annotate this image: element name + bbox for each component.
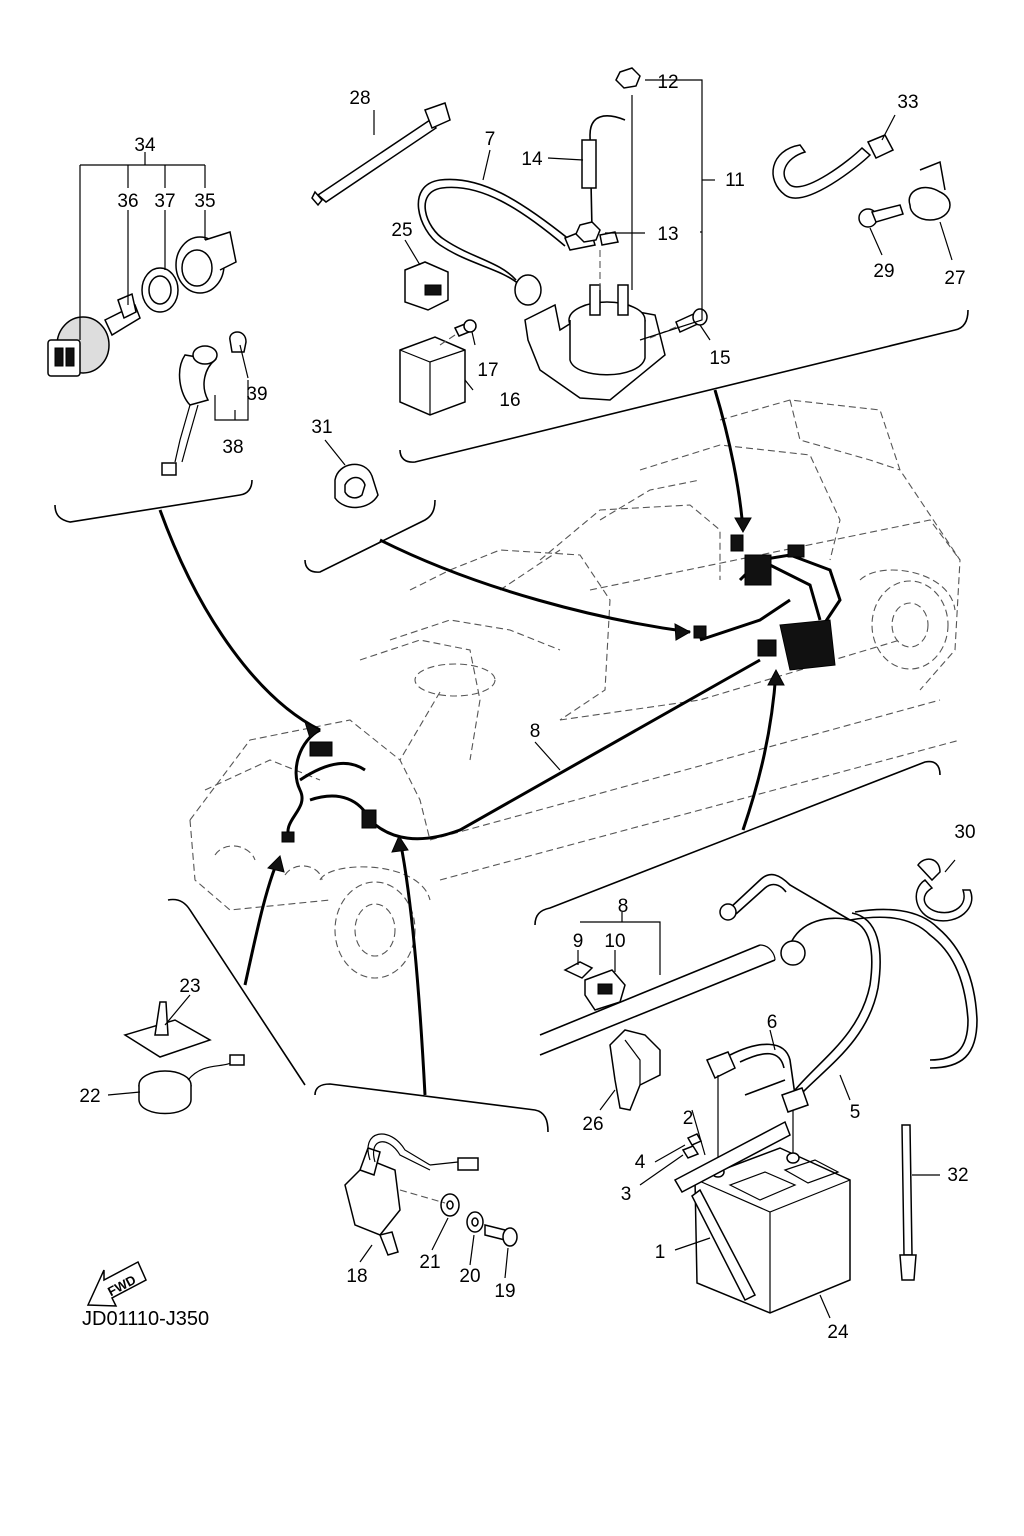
callout-numbers: 34 36 37 35 39 38 28 7 14 12 11 13 25 17… [79,72,975,1343]
callout-12: 12 [657,72,678,93]
callout-31: 31 [311,417,332,438]
callout-34: 34 [134,135,156,156]
callout-17: 17 [477,360,498,381]
callout-15: 15 [709,348,730,369]
callout-30: 30 [954,822,975,843]
callout-20: 20 [459,1266,480,1287]
callout-8-harness: 8 [618,896,629,917]
callout-14: 14 [521,149,543,170]
callout-21: 21 [419,1252,440,1273]
callout-26: 26 [582,1114,603,1135]
golf-cart-outline [189,399,961,979]
callout-33: 33 [897,92,918,113]
callout-1: 1 [655,1242,666,1263]
main-switch-assembly [47,231,247,476]
callout-28: 28 [349,88,370,109]
pointer-arrows [158,389,785,1096]
callout-27: 27 [944,268,965,289]
solenoid-assembly [311,67,951,416]
callout-frames [54,309,969,1133]
callout-7: 7 [485,129,496,150]
callout-3: 3 [621,1184,632,1205]
leader-lines [79,79,956,1319]
callout-9: 9 [573,931,584,952]
callout-38: 38 [222,437,243,458]
callout-22: 22 [79,1086,100,1107]
callout-35: 35 [194,191,215,212]
callout-11: 11 [725,170,745,191]
callout-2: 2 [683,1108,694,1129]
callout-19: 19 [494,1281,515,1302]
callout-6: 6 [767,1012,778,1033]
callout-4: 4 [635,1152,646,1173]
installed-harness [281,534,842,843]
clip-31 [334,463,379,509]
callout-36: 36 [117,191,138,212]
callout-5: 5 [850,1102,861,1123]
callout-25: 25 [391,220,412,241]
callout-29: 29 [873,261,894,282]
buzzer-assembly [123,1001,245,1115]
callout-16: 16 [499,390,520,411]
callout-13: 13 [657,224,678,245]
switch-18-assembly [344,1133,518,1256]
forward-direction-arrow: FWD [86,1260,147,1307]
callout-39: 39 [246,384,267,405]
callout-18: 18 [346,1266,367,1287]
battery-assembly [539,858,978,1314]
callout-24: 24 [827,1322,849,1343]
diagram-code: JD01110-J350 [82,1308,209,1330]
callout-32: 32 [947,1165,968,1186]
callout-37: 37 [154,191,175,212]
callout-8-cart: 8 [530,721,541,742]
callout-23: 23 [179,976,200,997]
callout-10: 10 [604,931,625,952]
